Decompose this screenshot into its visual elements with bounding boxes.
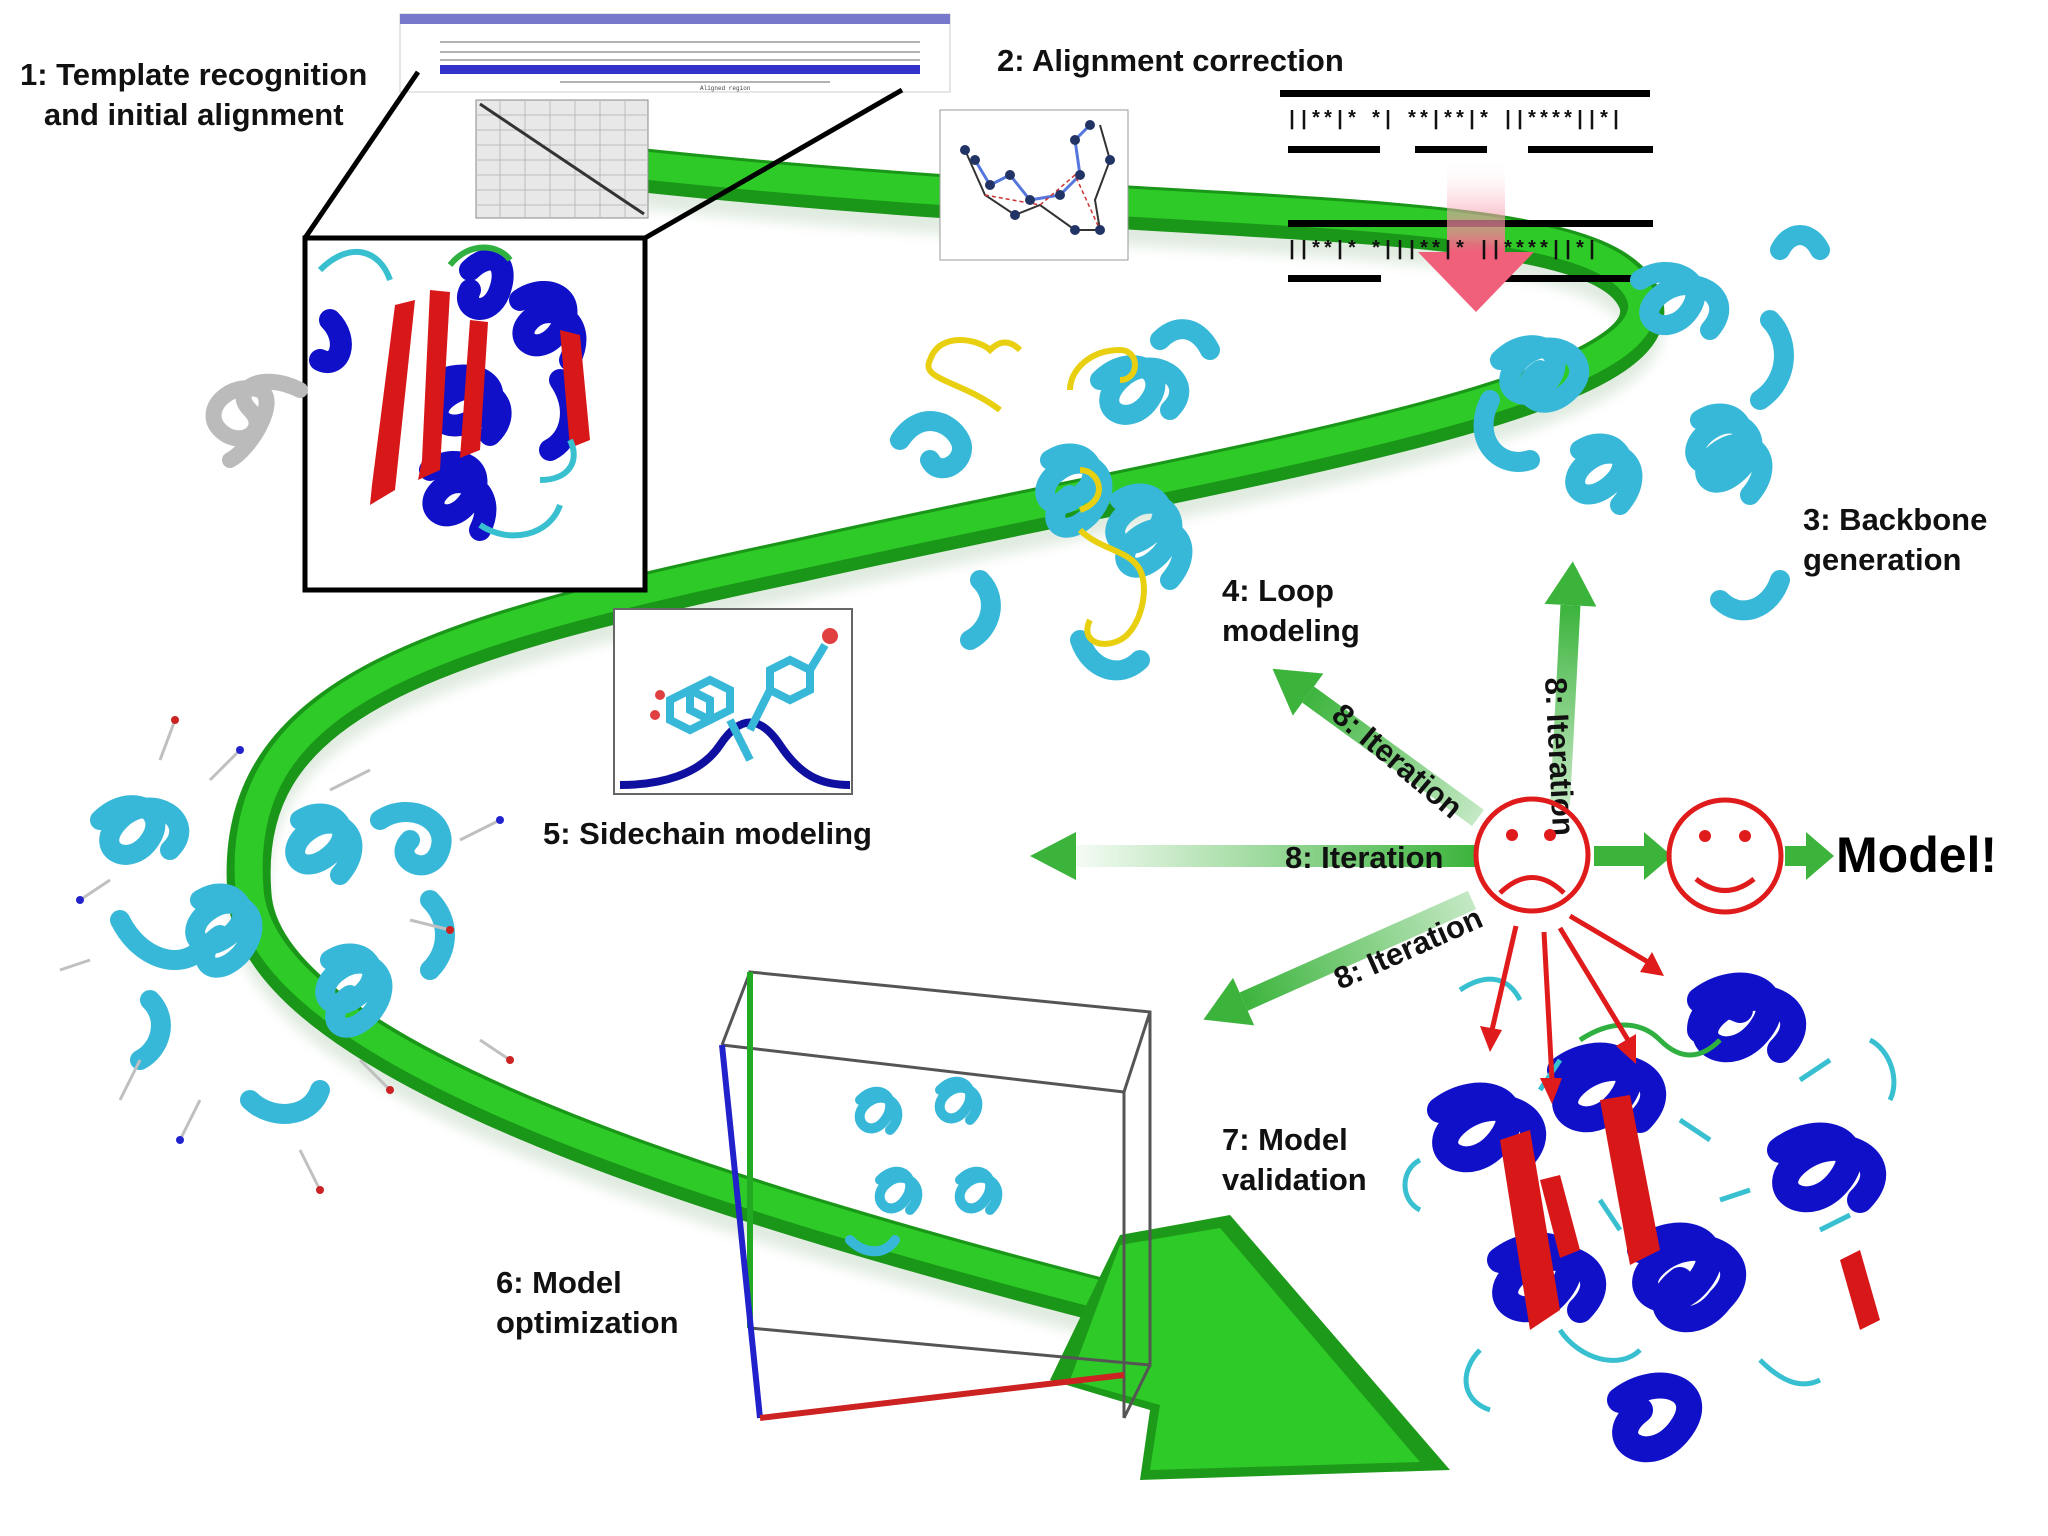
alignment-bars: ||**|* *| **|**|* ||****||*| ||**|* *|||… (1280, 90, 1653, 312)
iteration-label-up: 8: Iteration (1538, 677, 1581, 837)
sidechain-structure (59, 716, 514, 1194)
step1-label: 1: Template recognition and initial alig… (20, 57, 368, 132)
template-alignment-thumbnail: Aligned region (399, 13, 951, 93)
step7-label: 7: Model validation (1222, 1122, 1367, 1197)
step3-label: 3: Backbone generation (1803, 502, 1988, 577)
template-structure-box (302, 235, 648, 593)
alignment-marks-bottom: ||**|* *|||**|* ||****||*| (1286, 239, 1598, 262)
sad-face-icon (1473, 796, 1591, 914)
backbone-structure (1473, 225, 1830, 621)
loop-model-structure (890, 319, 1220, 681)
iteration-label-left: 8: Iteration (1285, 840, 1443, 875)
optimization-box (719, 970, 1152, 1421)
model-result-label: Model! (1836, 827, 1998, 883)
iteration-label-diagonal-up: 8: Iteration (1326, 697, 1470, 826)
validation-arrows (1480, 913, 1664, 1104)
sidechain-thumbnail (613, 608, 853, 795)
zoom-lines (302, 70, 904, 241)
svg-text:Aligned region: Aligned region (700, 85, 751, 92)
step2-label: 2: Alignment correction (997, 43, 1344, 78)
validation-structure (1402, 972, 1897, 1463)
step5-label: 5: Sidechain modeling (543, 816, 872, 851)
iteration-arrows (1030, 561, 1834, 1026)
happy-face-icon (1666, 797, 1784, 915)
dot-matrix-thumbnail (475, 99, 649, 219)
alignment-marks-top: ||**|* *| **|**|* ||****||*| (1286, 109, 1622, 132)
alignment-correction-thumbnail (939, 109, 1129, 261)
step6-label: 6: Model optimization (496, 1265, 679, 1340)
grey-helix (205, 373, 308, 468)
step4-label: 4: Loop modeling (1222, 573, 1360, 648)
